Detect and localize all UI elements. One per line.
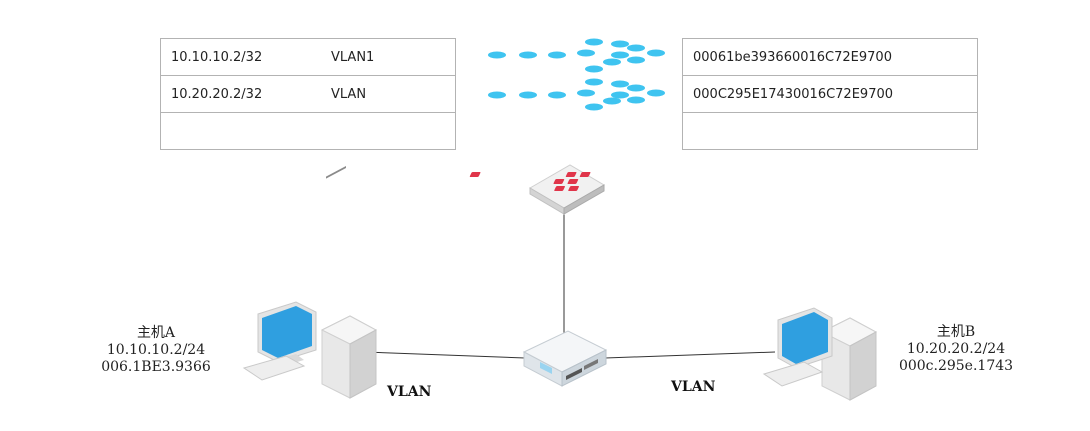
vlan-name: VLAN1 — [331, 49, 375, 65]
hostA-switch-link — [363, 351, 526, 359]
table-row — [682, 112, 978, 150]
vlan-name: VLAN — [331, 86, 367, 102]
host-a-name: 主机A — [136, 325, 176, 341]
mac-table: 00061be393660016C72E9700 000C295E1743001… — [682, 38, 978, 150]
flow-dot — [627, 84, 645, 92]
host-a-label: 主机A 10.10.10.2/24 006.1BE3.9366 — [94, 325, 218, 376]
flow-dot — [603, 97, 621, 105]
mac-address — [682, 112, 978, 150]
ip-address: 10.20.20.2/32 — [171, 86, 263, 102]
left-link-vlan-label: VLAN — [387, 384, 432, 400]
flow-dot — [611, 40, 629, 48]
mac-address: 00061be393660016C72E9700 — [682, 38, 978, 76]
flow-dot — [577, 89, 595, 97]
ip-vlan-table: 10.10.10.2/32 VLAN1 10.20.20.2/32 VLAN — [160, 38, 456, 150]
flow-dot — [577, 49, 595, 57]
connection-lines — [363, 212, 776, 359]
host-a-ip: 10.10.10.2/24 — [106, 342, 206, 358]
flow-dot — [585, 65, 603, 73]
table-row — [160, 112, 456, 150]
switch-hostB-link — [604, 351, 776, 359]
flow-dot — [548, 51, 566, 59]
flow-dot — [627, 44, 645, 52]
flow-dot — [647, 49, 665, 57]
host-b-label: 主机B 10.20.20.2/24 000c.295e.1743 — [892, 324, 1020, 375]
flow-dot — [603, 58, 621, 66]
flow-dot — [519, 91, 537, 99]
fortinet-logo — [469, 172, 591, 191]
data-flow-icon — [488, 38, 665, 111]
flow-dot — [519, 51, 537, 59]
flow-dot — [548, 91, 566, 99]
fortinet-firewall-icon — [469, 164, 605, 215]
flow-dot — [585, 78, 603, 86]
flow-dot — [611, 80, 629, 88]
ip-address: 10.10.10.2/32 — [171, 49, 263, 65]
table-cell: 10.20.20.2/32 VLAN — [160, 75, 456, 113]
flow-dot — [488, 91, 506, 99]
mac-address: 000C295E17430016C72E9700 — [682, 75, 978, 113]
host-b-name: 主机B — [936, 324, 976, 340]
host-b-ip: 10.20.20.2/24 — [906, 341, 1006, 357]
table-cell — [160, 112, 456, 150]
table-row: 00061be393660016C72E9700 — [682, 38, 978, 76]
switch-icon — [522, 330, 608, 387]
table-row: 10.20.20.2/32 VLAN — [160, 75, 456, 113]
table-row: 000C295E17430016C72E9700 — [682, 75, 978, 113]
host-b-desktop-pc-icon — [762, 307, 878, 401]
host-b-mac: 000c.295e.1743 — [898, 358, 1014, 374]
host-a-desktop-pc-icon — [242, 166, 378, 399]
flow-dot — [627, 96, 645, 104]
host-a-mac: 006.1BE3.9366 — [101, 359, 211, 375]
right-link-vlan-label: VLAN — [671, 379, 716, 395]
flow-dot — [611, 91, 629, 99]
flow-dot — [627, 56, 645, 64]
flow-dot — [585, 38, 603, 46]
table-row: 10.10.10.2/32 VLAN1 — [160, 38, 456, 76]
flow-dot — [647, 89, 665, 97]
flow-dot — [488, 51, 506, 59]
table-cell: 10.10.10.2/32 VLAN1 — [160, 38, 456, 76]
flow-dot — [585, 103, 603, 111]
flow-dot — [611, 51, 629, 59]
